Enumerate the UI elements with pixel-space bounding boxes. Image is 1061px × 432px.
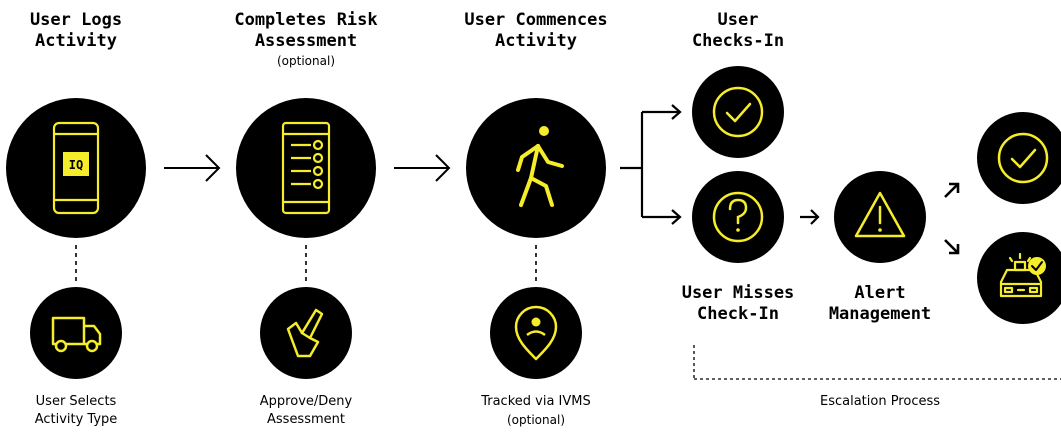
step-risk-node — [236, 98, 376, 238]
emergency-vehicle-icon — [999, 252, 1043, 298]
step-risk-title: Completes Risk Assessment — [234, 10, 378, 51]
step-miss-title: User Misses Check-In — [681, 283, 795, 324]
step-risk-subtitle: (optional) — [277, 54, 335, 68]
outcome-resolved-node — [977, 112, 1061, 204]
warning-triangle-icon — [854, 191, 906, 238]
dashed-connectors — [75, 245, 537, 282]
substep-approve-caption: Approve/Deny Assessment — [259, 394, 353, 427]
check-circle-icon — [997, 132, 1049, 184]
outcome-dispatched-node — [977, 232, 1061, 324]
phone-iq-icon — [52, 121, 100, 215]
substep-activity-type-caption: User Selects Activity Type — [34, 394, 118, 427]
question-circle-icon — [712, 191, 764, 243]
step-alert-node — [834, 171, 926, 263]
escalation-label: Escalation Process — [819, 394, 941, 409]
step-checkin-title: User Checks-In — [691, 10, 785, 51]
check-circle-icon — [712, 86, 764, 138]
step-logs-node: IQ — [6, 98, 146, 238]
location-pin-icon — [514, 305, 558, 361]
branch-connector — [620, 104, 682, 225]
substep-tracked-caption: Tracked via IVMS — [481, 394, 591, 409]
escalation-bracket — [693, 345, 1061, 380]
arrow-miss-to-alert — [800, 209, 820, 225]
step-logs-title: User Logs Activity — [29, 10, 123, 51]
truck-icon — [51, 316, 102, 353]
substep-tracked-subtitle: (optional) — [507, 413, 565, 427]
step-alert-title: Alert Management — [828, 283, 932, 324]
step-miss-node — [692, 171, 784, 263]
substep-activity-type-node — [30, 287, 122, 379]
hand-pointer-icon — [286, 308, 324, 358]
walking-person-icon — [516, 126, 564, 207]
substep-approve-node — [260, 287, 352, 379]
checklist-icon — [281, 121, 331, 215]
iq-badge-text: IQ — [69, 158, 83, 172]
arrow-alert-to-dispatched — [944, 239, 960, 255]
arrow-logs-to-risk — [164, 154, 221, 182]
arrow-alert-to-resolved — [944, 182, 960, 198]
step-checkin-node — [692, 66, 784, 158]
step-commence-title: User Commences Activity — [464, 10, 608, 51]
arrow-risk-to-commence — [394, 154, 451, 182]
step-commence-node — [466, 98, 606, 238]
substep-tracked-node — [490, 287, 582, 379]
